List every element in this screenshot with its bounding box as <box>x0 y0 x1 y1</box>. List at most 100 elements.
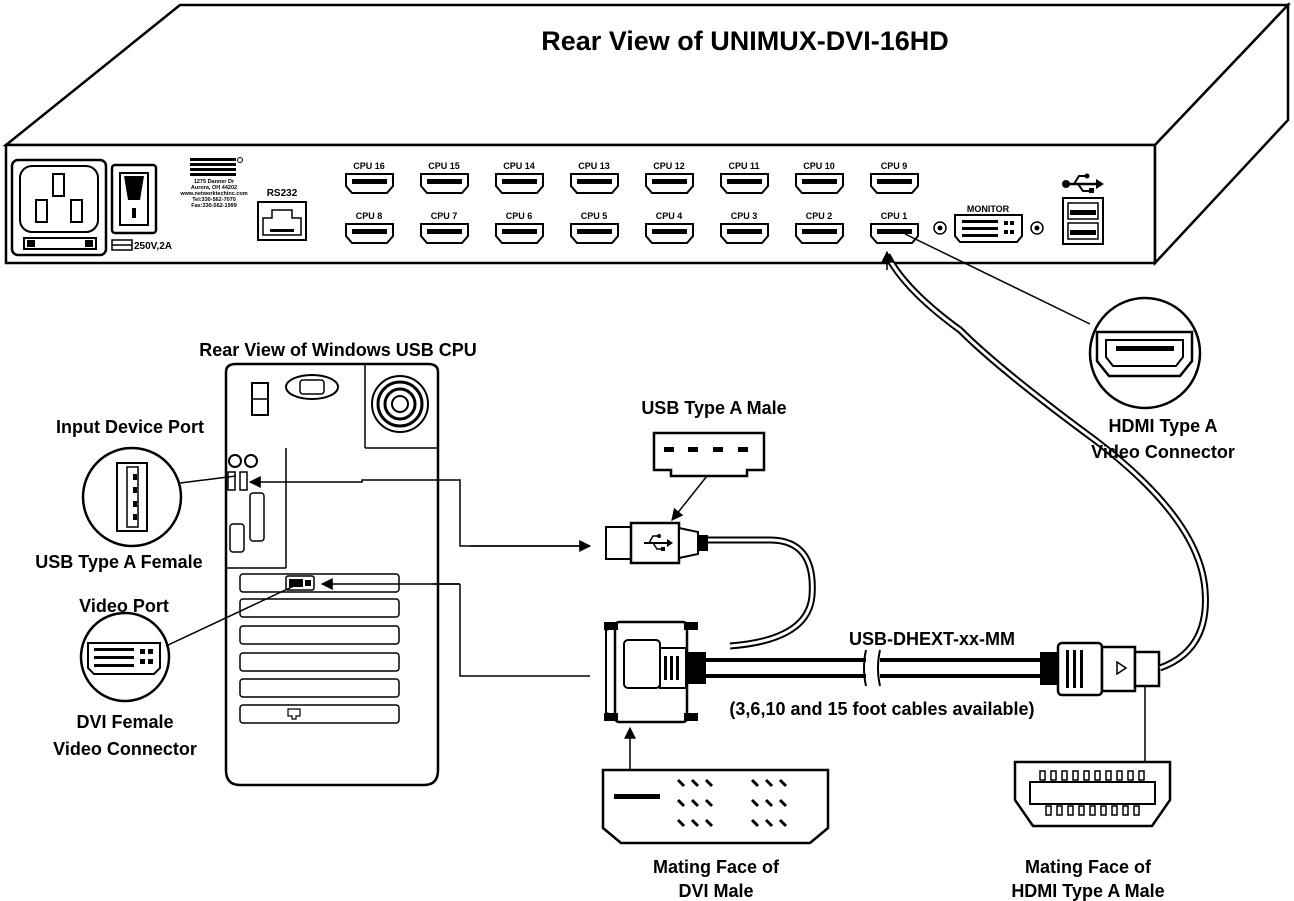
hdmi-cpu-port[interactable] <box>495 223 544 244</box>
main-cable <box>706 649 1040 687</box>
cpu-port-label: CPU 10 <box>803 161 835 171</box>
dvi-female-callout <box>79 611 171 703</box>
hdmi-cpu-port[interactable] <box>795 173 844 194</box>
hdmi-pin <box>1089 805 1096 816</box>
cpu-port-label: CPU 13 <box>578 161 610 171</box>
hdmi-cpu-port[interactable] <box>720 173 769 194</box>
dvi-pin <box>750 778 760 788</box>
hdmi-pin <box>1127 770 1134 781</box>
hdmi-pin <box>1067 805 1074 816</box>
hdmi-pin <box>1061 770 1068 781</box>
cable-model-label: USB-DHEXT-xx-MM <box>849 629 1015 649</box>
hdmi-pin <box>1111 805 1118 816</box>
fuse-icon <box>111 239 133 251</box>
address-line: 1275 Danner Dr <box>194 179 235 185</box>
dvi-pin <box>690 798 700 808</box>
hdmi-cpu-port[interactable] <box>495 173 544 194</box>
dvi-pin <box>690 818 700 828</box>
video-port-label: Video Port <box>79 596 169 616</box>
dvi-pin <box>778 818 788 828</box>
cpu-port-label: CPU 1 <box>881 211 908 221</box>
cpu-port-label: CPU 4 <box>656 211 683 221</box>
hdmi-cpu-port[interactable] <box>870 223 919 244</box>
usb-icon <box>1062 173 1104 193</box>
usb-female-callout <box>81 446 183 548</box>
cpu-port-label: CPU 6 <box>506 211 533 221</box>
usb-male-label: USB Type A Male <box>641 398 786 418</box>
hdmi-male-mating-face <box>1013 760 1172 828</box>
dvi-pin <box>676 778 686 788</box>
dvi-pin <box>750 798 760 808</box>
power-inlet <box>10 158 108 257</box>
dvi-pin <box>704 798 714 808</box>
hdmi-pin <box>1039 770 1046 781</box>
rs232-port[interactable] <box>257 201 307 241</box>
dvi-pin <box>676 798 686 808</box>
hdmi-cpu-port[interactable] <box>345 223 394 244</box>
dvi-pin <box>690 778 700 788</box>
hdmi-pin <box>1122 805 1129 816</box>
hdmi-cpu-port[interactable] <box>570 173 619 194</box>
hdmi-pin <box>1083 770 1090 781</box>
hdmi-cpu-port[interactable] <box>720 223 769 244</box>
dvi-pin <box>764 818 774 828</box>
fuse-rating: 250V,2A <box>134 241 172 252</box>
pc-rear-panel <box>224 362 440 787</box>
hdmi-pin <box>1105 770 1112 781</box>
usb-male-callout <box>652 431 766 478</box>
hdmi-cpu-port[interactable] <box>345 173 394 194</box>
hdmi-pin <box>1045 805 1052 816</box>
dvi-pin <box>764 778 774 788</box>
cpu-port-label: CPU 3 <box>731 211 758 221</box>
dvi-plug <box>604 620 706 724</box>
cpu-port-label: CPU 5 <box>581 211 608 221</box>
hdmi-pin <box>1100 805 1107 816</box>
hdmi-cpu-port[interactable] <box>420 173 469 194</box>
hdmi-pin <box>1116 770 1123 781</box>
usb-plug <box>605 521 708 565</box>
cpu-port-bank: CPU 16 CPU 15 CPU 14 CPU 13 CPU 12 CPU 11 CPU … <box>345 161 919 244</box>
callout-line <box>165 584 297 647</box>
dvi-pin <box>778 798 788 808</box>
cpu-port-label: CPU 8 <box>356 211 383 221</box>
hdmi-pin <box>1056 805 1063 816</box>
dvi-pin <box>750 818 760 828</box>
dvi-pin <box>764 798 774 808</box>
dvi-pin <box>704 778 714 788</box>
address-line: Aurora, OH 44202 <box>191 185 237 191</box>
cpu-port-label: CPU 15 <box>428 161 460 171</box>
ntc-logo <box>190 157 243 176</box>
hdmi-cpu-port[interactable] <box>570 223 619 244</box>
hdmi-cpu-port[interactable] <box>420 223 469 244</box>
monitor-dvi-port[interactable] <box>933 214 1044 243</box>
cpu-port-label: CPU 11 <box>728 161 759 171</box>
hdmi-plug <box>1040 641 1161 697</box>
input-device-port-label: Input Device Port <box>56 417 204 437</box>
dvi-female-label-1: DVI Female <box>76 712 173 732</box>
cpu-port-label: CPU 16 <box>353 161 385 171</box>
dvi-mating-label-2: DVI Male <box>678 881 753 901</box>
address-line: www.networktechinc.com <box>179 191 247 197</box>
hdmi-pin <box>1078 805 1085 816</box>
page-title: Rear View of UNIMUX-DVI-16HD <box>541 26 949 56</box>
hdmi-connector-label-1: HDMI Type A <box>1108 416 1217 436</box>
cpu-port-label: CPU 12 <box>653 161 685 171</box>
hdmi-cpu-port[interactable] <box>645 223 694 244</box>
cpu-rear-label: Rear View of Windows USB CPU <box>199 340 477 360</box>
dvi-mating-label-1: Mating Face of <box>653 857 780 877</box>
hdmi-pin <box>1072 770 1079 781</box>
dvi-male-mating-face <box>601 768 830 845</box>
power-switch[interactable] <box>110 163 158 235</box>
dvi-female-label-2: Video Connector <box>53 739 197 759</box>
hdmi-cpu-port[interactable] <box>795 223 844 244</box>
usb-female-label: USB Type A Female <box>35 552 202 572</box>
hdmi-cpu-port[interactable] <box>645 173 694 194</box>
cpu-port-label: CPU 9 <box>881 161 908 171</box>
hdmi-mating-label-1: Mating Face of <box>1025 857 1152 877</box>
cable-length-note: (3,6,10 and 15 foot cables available) <box>729 699 1034 719</box>
hdmi-cpu-port[interactable] <box>870 173 919 194</box>
kvm-usb-ports[interactable] <box>1062 197 1104 245</box>
address-line: Fax:330-562-1999 <box>191 203 237 209</box>
cpu-port-label: CPU 14 <box>503 161 535 171</box>
rs232-label: RS232 <box>267 188 298 199</box>
